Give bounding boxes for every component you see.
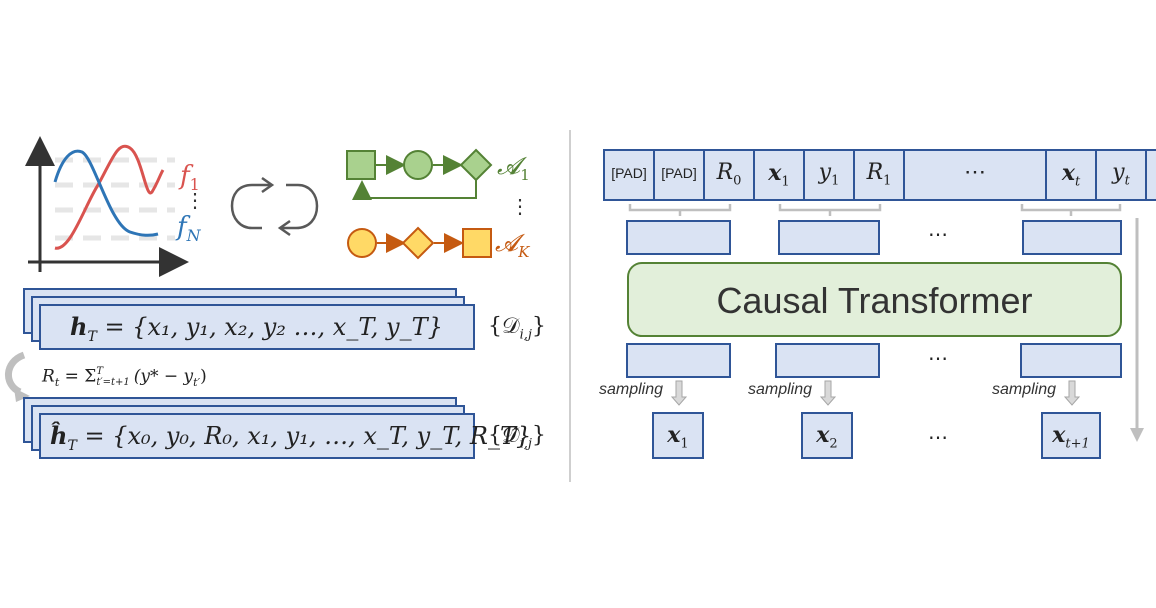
token-label: xt bbox=[1061, 160, 1081, 190]
label-f1: f1 bbox=[180, 161, 200, 195]
cycle-arrowhead-bottom bbox=[277, 219, 291, 237]
token-cell bbox=[903, 149, 1047, 201]
bracket-group-t bbox=[1020, 204, 1122, 216]
sampling-arrow bbox=[819, 380, 837, 406]
return-curved-arrow bbox=[5, 351, 26, 396]
curve-fN bbox=[53, 149, 159, 237]
label-A1: 𝓐1 bbox=[497, 152, 530, 184]
algo1-circle-node bbox=[403, 150, 433, 180]
sample-label: xt+1 bbox=[1052, 422, 1090, 452]
history-dataset-label: {𝒟i,j} bbox=[488, 314, 546, 343]
sample-dots: ⋯ bbox=[928, 425, 948, 449]
cycle-left-arc bbox=[230, 183, 270, 230]
token-label: y1 bbox=[818, 160, 840, 189]
embed-dots: ⋯ bbox=[928, 222, 948, 246]
label-fN: fN bbox=[177, 212, 201, 246]
sampling-arrows bbox=[670, 380, 1081, 406]
embedding-boxes bbox=[626, 220, 1122, 255]
token-label: [PAD] bbox=[661, 165, 697, 181]
flow-arrow-head bbox=[1130, 428, 1144, 442]
sample-boxes bbox=[652, 412, 1101, 459]
token-label: R0 bbox=[716, 160, 742, 189]
token-cell bbox=[803, 149, 855, 201]
transformer-label: Causal Transformer bbox=[716, 280, 1033, 321]
output-box bbox=[775, 343, 880, 378]
algorithm-1-flow bbox=[346, 148, 493, 200]
token-label: Rt bbox=[1146, 162, 1156, 187]
token-label: x1 bbox=[768, 160, 790, 190]
bracket-group-0 bbox=[628, 204, 732, 216]
algorithm-K-flow bbox=[347, 226, 492, 260]
history-stack bbox=[23, 288, 475, 350]
sampling-arrow bbox=[670, 380, 688, 406]
sampling-label-1: sampling bbox=[599, 381, 664, 398]
sample-box bbox=[652, 412, 704, 459]
bracket-group-1 bbox=[778, 204, 882, 216]
sampling-label-t: sampling bbox=[992, 381, 1057, 398]
token-cell bbox=[753, 149, 805, 201]
augmented-box-front bbox=[39, 413, 475, 459]
embedding-box bbox=[778, 220, 880, 255]
sampling-label-2: sampling bbox=[748, 381, 813, 398]
cycle-icon bbox=[230, 176, 319, 237]
cycle-right-arc bbox=[280, 183, 319, 230]
causal-transformer-block bbox=[627, 262, 1122, 337]
augmented-history-stack bbox=[23, 397, 475, 459]
sample-box bbox=[801, 412, 853, 459]
output-boxes bbox=[626, 343, 1122, 378]
token-cell bbox=[1145, 149, 1156, 201]
sampling-arrow bbox=[1063, 380, 1081, 406]
algo1-diamond-node bbox=[459, 148, 493, 182]
embedding-box bbox=[1022, 220, 1122, 255]
token-label: [PAD] bbox=[611, 165, 647, 181]
sample-label: x1 bbox=[667, 422, 689, 452]
sample-label: x2 bbox=[816, 422, 838, 452]
token-label: ⋯ bbox=[964, 160, 986, 185]
algo1-square-node bbox=[346, 150, 376, 180]
token-cell bbox=[1045, 149, 1097, 201]
output-box bbox=[1020, 343, 1122, 378]
algoK-circle-node bbox=[347, 228, 377, 258]
output-box bbox=[626, 343, 731, 378]
output-dots: ⋯ bbox=[928, 346, 948, 370]
algoK-square-node bbox=[462, 228, 492, 258]
augmented-formula: ĥT = {x₀, y₀, R₀, x₁, y₁, …, x_T, y_T, R… bbox=[50, 421, 532, 454]
cycle-arrowhead-top bbox=[261, 176, 275, 194]
function-plot bbox=[25, 136, 189, 277]
label-AK: 𝓐K bbox=[495, 229, 530, 261]
curve-f1 bbox=[54, 144, 165, 250]
embedding-box bbox=[626, 220, 731, 255]
augmented-dataset-label: {𝒟̂i,j} bbox=[488, 423, 546, 452]
token-brackets bbox=[628, 204, 1122, 216]
sample-box bbox=[1041, 412, 1101, 459]
label-f-dots: ⋮ bbox=[185, 188, 205, 212]
history-formula: hT = {x₁, y₁, x₂, y₂ …, x_T, y_T} bbox=[70, 312, 443, 345]
history-box-front bbox=[39, 304, 475, 350]
token-label: R1 bbox=[866, 160, 892, 189]
algoK-diamond-node bbox=[401, 226, 435, 260]
label-A-dots: ⋮ bbox=[510, 194, 530, 218]
algo1-loop-arrow bbox=[352, 180, 477, 200]
token-label: yt bbox=[1112, 160, 1130, 189]
token-row bbox=[603, 149, 1156, 201]
